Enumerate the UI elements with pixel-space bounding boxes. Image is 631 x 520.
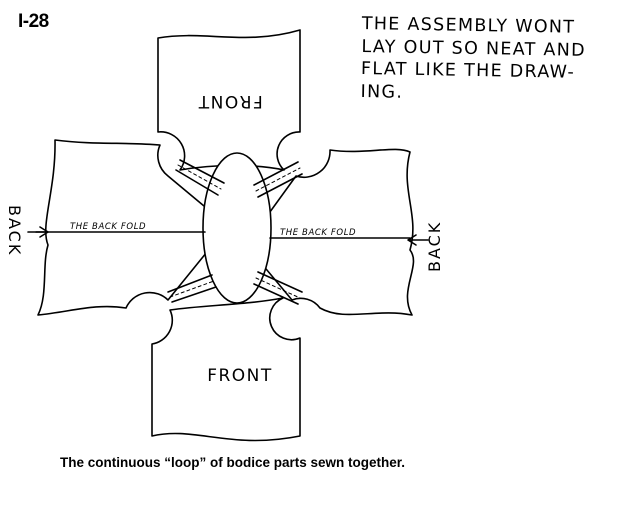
front-bottom-panel [151,297,301,442]
front-top-label: FRONT [197,91,263,111]
back-left-panel [37,139,229,316]
figure-number: I-28 [18,11,49,32]
arrow-left [27,226,49,238]
back-fold-label-left: THE BACK FOLD [70,222,146,232]
connecting-straps [167,159,303,305]
figure-caption: The continuous “loop” of bodice parts se… [60,455,406,470]
back-right-label: BACK [425,221,444,272]
front-bottom-label: FRONT [207,366,273,386]
back-fold-label-right: THE BACK FOLD [280,228,356,238]
back-left-label: BACK [5,205,24,256]
arrow-right [407,234,429,246]
center-oval [202,152,272,304]
